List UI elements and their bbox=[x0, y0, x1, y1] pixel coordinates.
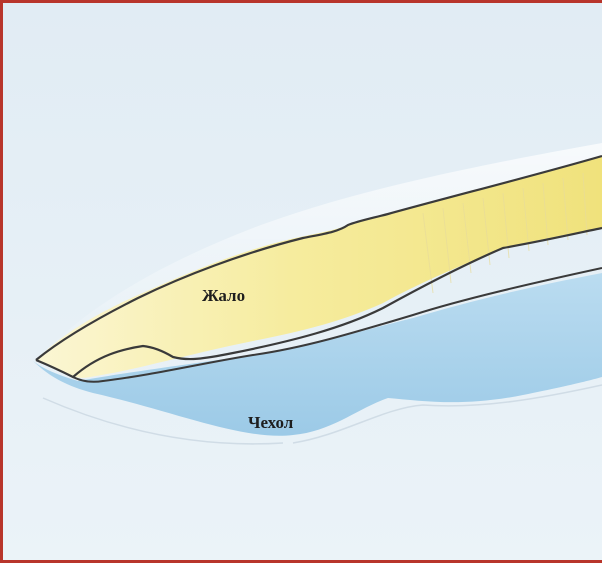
label-sting: Жало bbox=[202, 286, 245, 305]
sting-diagram: Жало Чехол bbox=[3, 3, 602, 560]
label-sheath: Чехол bbox=[248, 413, 294, 432]
